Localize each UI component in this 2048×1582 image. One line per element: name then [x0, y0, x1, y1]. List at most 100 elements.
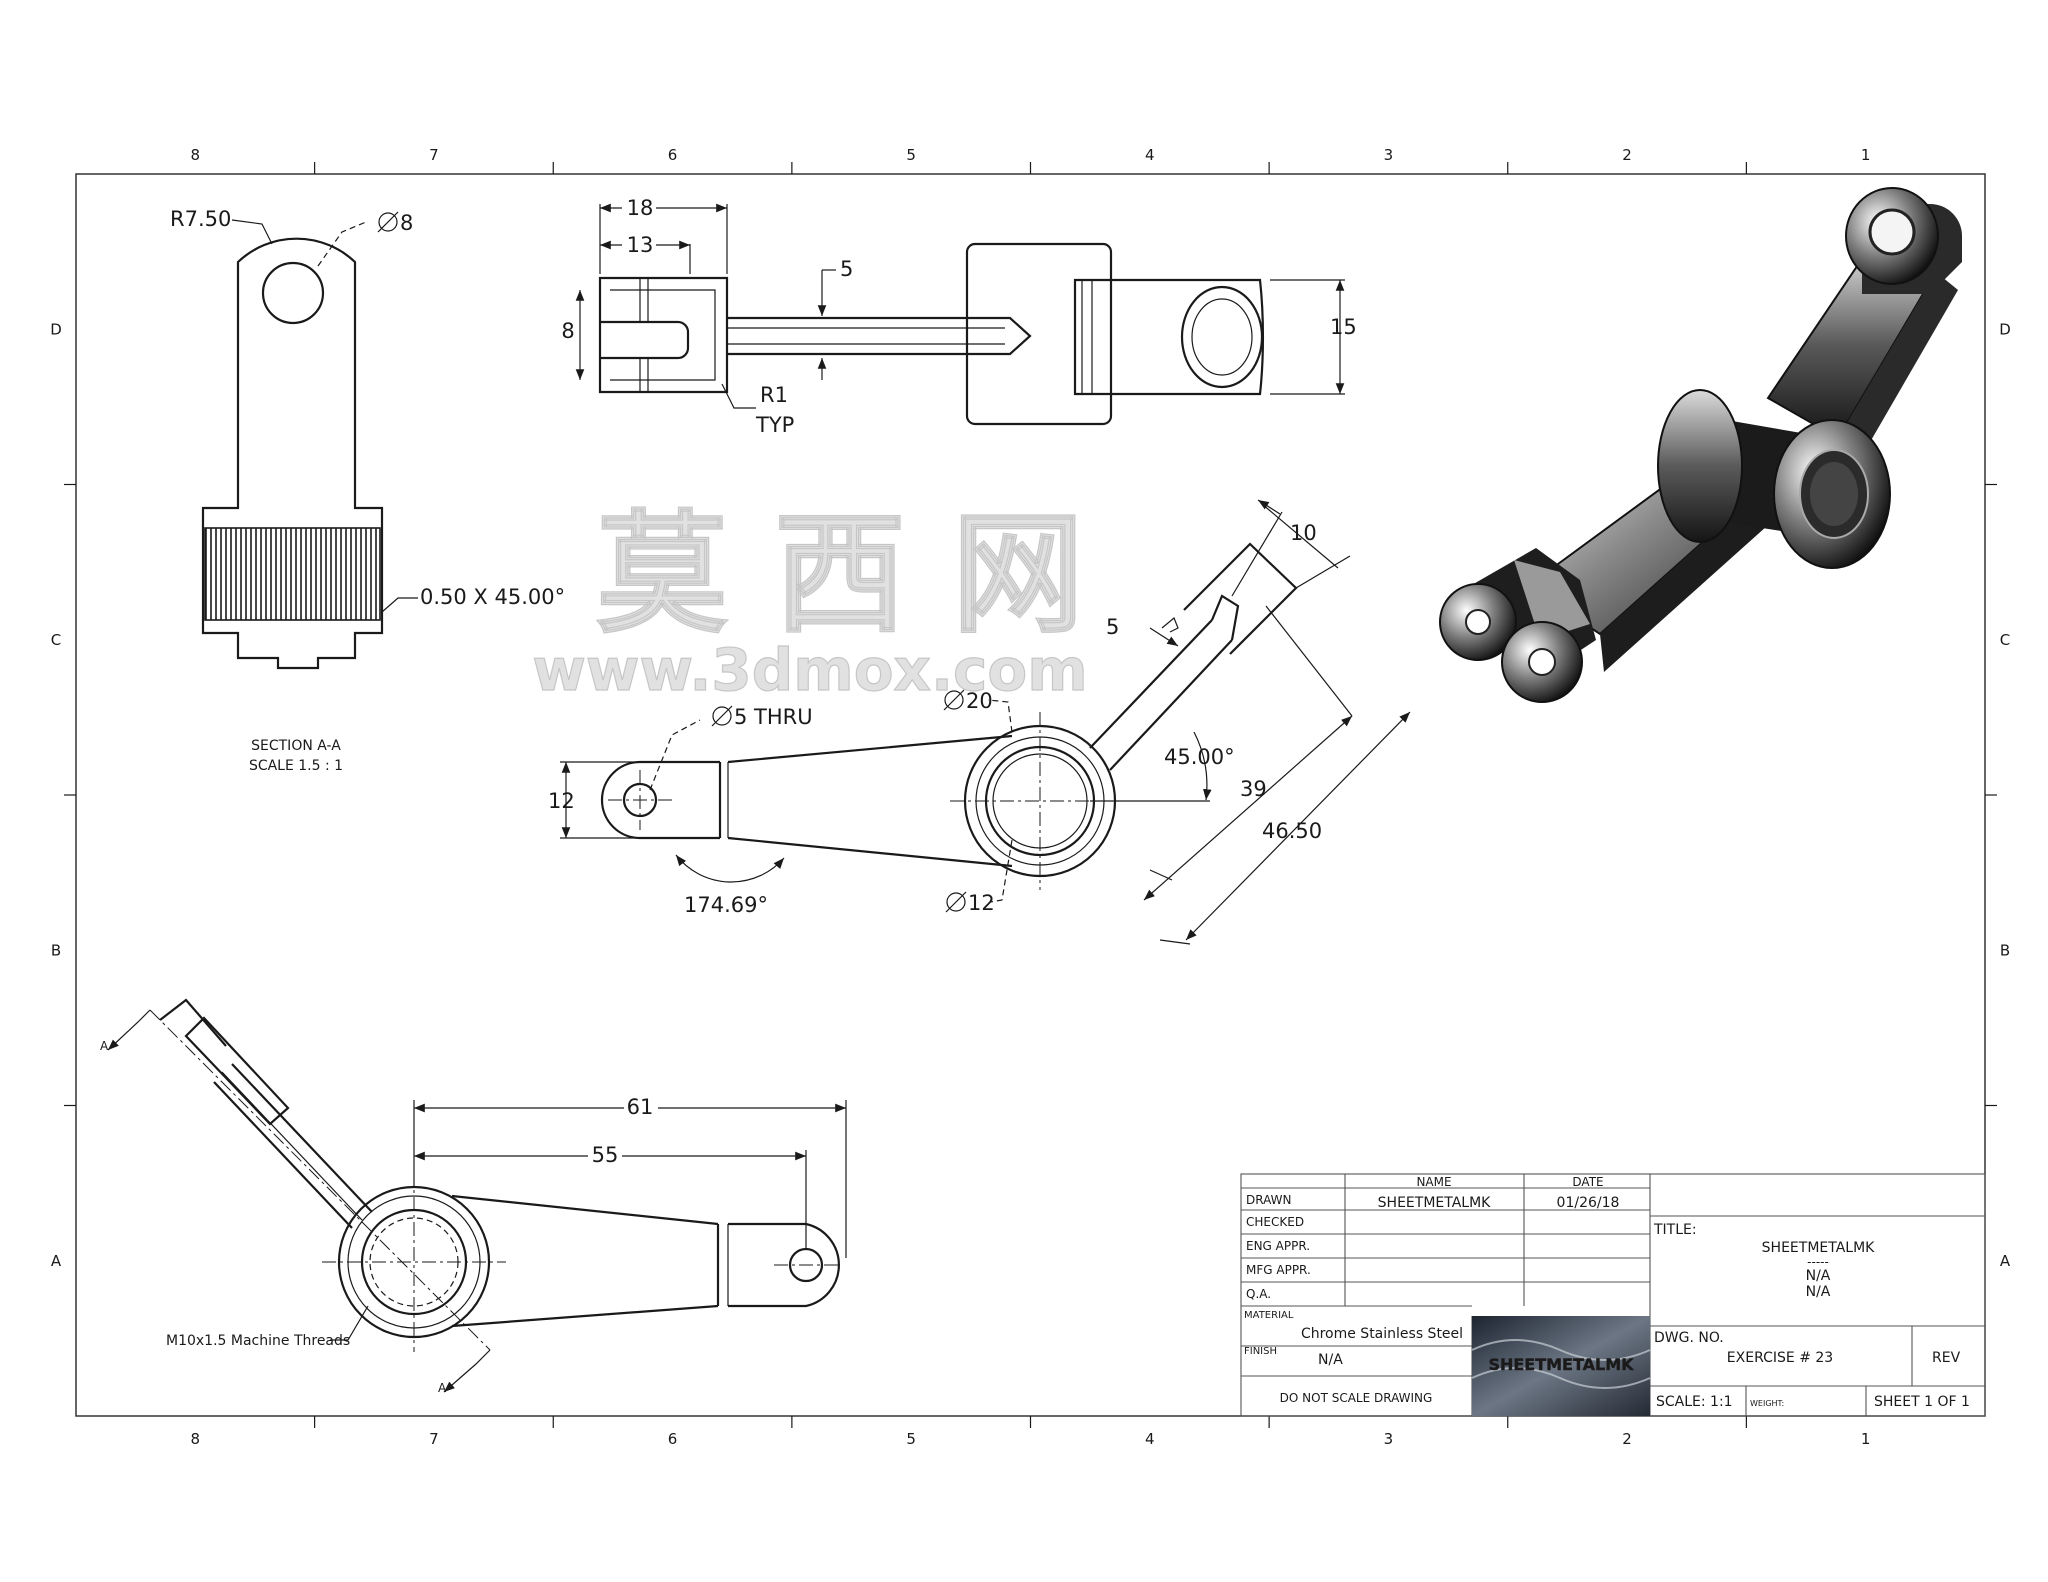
- front-left-eye: [600, 760, 720, 840]
- tb-title-value: SHEETMETALMK: [1762, 1240, 1876, 1256]
- tb-mfg-appr: MFG APPR.: [1246, 1263, 1311, 1277]
- zone-row-label: D: [1999, 320, 2011, 338]
- tb-drawn-date: 01/26/18: [1557, 1195, 1620, 1211]
- front-thru-label: 5 THRU: [734, 705, 813, 729]
- tb-title-sub1: N/A: [1806, 1268, 1831, 1284]
- zone-row-label: C: [2000, 631, 2010, 649]
- tb-drawn: DRAWN: [1246, 1193, 1292, 1207]
- bottom-dim-61: 61: [627, 1095, 654, 1119]
- section-title: SECTION A-A: [251, 738, 341, 754]
- front-arm-pad: [1183, 542, 1298, 655]
- front-angle45: 45.00°: [1164, 745, 1235, 769]
- tb-checked: CHECKED: [1246, 1215, 1304, 1229]
- top-rear-plate: [965, 242, 1113, 426]
- front-view: 12 5 THRU 20 12 45.00° 174.69° 10 5 39: [548, 499, 1411, 945]
- tb-finish: FINISH: [1244, 1346, 1277, 1357]
- top-radius-typ: TYP: [755, 413, 794, 437]
- top-dim-8: 8: [561, 319, 574, 343]
- zone-col-label: 4: [1145, 1430, 1155, 1448]
- front-bore12-label: 12: [968, 891, 995, 915]
- watermark-chinese: 莫 西 网: [596, 498, 1084, 652]
- isometric-render: [1439, 187, 1962, 703]
- diameter-icon: [711, 705, 733, 727]
- tb-eng-appr: ENG APPR.: [1246, 1239, 1310, 1253]
- bottom-view: A A 61 55 M10x1.5 Machine Threads: [100, 998, 847, 1395]
- tb-dwg-label: DWG. NO.: [1654, 1330, 1724, 1346]
- tb-rev-label: REV: [1932, 1350, 1961, 1366]
- zone-col-label: 3: [1384, 146, 1394, 164]
- front-bore20-label: 20: [966, 689, 993, 713]
- zone-col-label: 1: [1861, 146, 1871, 164]
- front-dim-12: 12: [548, 789, 575, 813]
- tb-weight: WEIGHT:: [1750, 1399, 1784, 1408]
- tb-title-sep: -----: [1807, 1255, 1829, 1269]
- zone-col-label: 8: [191, 1430, 201, 1448]
- section-radius-label: R7.50: [170, 207, 231, 231]
- zone-col-label: 3: [1384, 1430, 1394, 1448]
- section-thread-band: [204, 527, 381, 621]
- zone-col-label: 5: [906, 1430, 916, 1448]
- zone-row-label: B: [2000, 941, 2010, 959]
- zone-row-label: C: [51, 631, 61, 649]
- top-dim-13: 13: [627, 233, 654, 257]
- zone-col-label: 6: [668, 146, 678, 164]
- bottom-thread-note: M10x1.5 Machine Threads: [166, 1333, 350, 1349]
- section-top-hole: [261, 261, 325, 325]
- top-view: 18 13 5 8 15 R1 TYP: [561, 194, 1357, 437]
- sheetmetalmk-logo: SHEETMETALMK: [1471, 1316, 1651, 1416]
- bottom-boss: [337, 1185, 491, 1339]
- zone-col-label: 5: [906, 146, 916, 164]
- front-angled-arm: [1089, 619, 1233, 771]
- tb-hdr-date: DATE: [1572, 1175, 1603, 1189]
- zone-col-label: 6: [668, 1430, 678, 1448]
- tb-hdr-name: NAME: [1416, 1175, 1451, 1189]
- zone-row-label: D: [50, 320, 62, 338]
- top-clevis: [598, 276, 729, 394]
- zone-col-label: 8: [191, 146, 201, 164]
- watermark-url: www.3dmox.com: [532, 636, 1087, 704]
- top-boss: [1073, 278, 1265, 396]
- tb-material: MATERIAL: [1244, 1310, 1294, 1321]
- title-block: SHEETMETALMK NAME DATE DRAWN CHECKED ENG…: [1240, 1173, 1986, 1417]
- tb-dwg-value: EXERCISE # 23: [1727, 1350, 1833, 1366]
- front-dim-39: 39: [1240, 777, 1267, 801]
- tb-sheet: SHEET 1 OF 1: [1874, 1394, 1970, 1410]
- top-dim-15: 15: [1330, 315, 1357, 339]
- zone-row-label: A: [2000, 1252, 2011, 1270]
- tb-note: DO NOT SCALE DRAWING: [1280, 1391, 1433, 1405]
- bottom-right-eye: [728, 1222, 840, 1308]
- front-angle174: 174.69°: [684, 893, 768, 917]
- diameter-icon: [945, 891, 967, 913]
- tb-title-sub2: N/A: [1806, 1284, 1831, 1300]
- watermark: 莫 西 网 www.3dmox.com: [532, 497, 1089, 704]
- front-dim-5: 5: [1106, 615, 1119, 639]
- front-dim-4650: 46.50: [1262, 819, 1322, 843]
- zone-col-label: 7: [429, 146, 439, 164]
- section-scale: SCALE 1.5 : 1: [249, 758, 343, 774]
- tb-qa: Q.A.: [1246, 1287, 1271, 1301]
- tb-scale: SCALE: 1:1: [1656, 1394, 1733, 1410]
- section-line-a-a: [149, 1009, 491, 1351]
- front-arm: [727, 734, 1013, 868]
- section-chamfer-label: 0.50 X 45.00°: [420, 585, 565, 609]
- top-dim-18: 18: [627, 196, 654, 220]
- zone-col-label: 1: [1861, 1430, 1871, 1448]
- tb-finish-value: N/A: [1318, 1352, 1343, 1368]
- zone-col-label: 4: [1145, 146, 1155, 164]
- tb-material-value: Chrome Stainless Steel: [1301, 1326, 1463, 1342]
- front-dim-10: 10: [1290, 521, 1317, 545]
- zone-col-label: 2: [1622, 1430, 1632, 1448]
- logo-text: SHEETMETALMK: [1488, 1355, 1634, 1374]
- tb-title-label: TITLE:: [1653, 1222, 1697, 1238]
- top-dim-5: 5: [840, 257, 853, 281]
- section-mark-bottom: A: [438, 1381, 447, 1395]
- top-radius-label: R1: [760, 383, 788, 407]
- section-hole-label: 8: [400, 211, 413, 235]
- section-mark-top: A: [100, 1039, 109, 1053]
- zone-col-label: 7: [429, 1430, 439, 1448]
- section-hatched-body: [201, 237, 384, 670]
- diameter-icon: [943, 689, 965, 711]
- top-arm-shaft: [727, 316, 1032, 356]
